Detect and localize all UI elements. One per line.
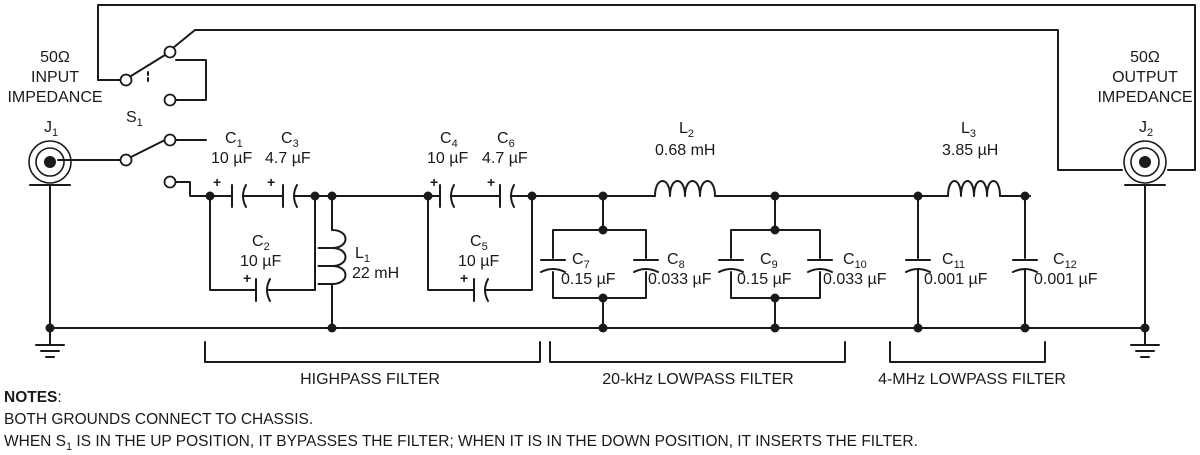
label-c5: C5 (470, 233, 488, 253)
value-l2: 0.68 mH (655, 142, 715, 159)
value-l3: 3.85 µH (942, 142, 998, 159)
label-l2: L2 (679, 120, 694, 140)
value-c4: 10 µF (427, 150, 468, 167)
notes-line-1: BOTH GROUNDS CONNECT TO CHASSIS. (4, 411, 313, 428)
polarity-marks: + + + + + + (213, 174, 495, 286)
polarity-c5: + (460, 270, 468, 286)
capacitor-c7 (540, 259, 566, 273)
value-c2: 10 µF (240, 253, 281, 270)
capacitor-c1 (231, 184, 247, 208)
value-c12: 0.001 µF (1034, 271, 1098, 288)
value-c6: 4.7 µF (482, 150, 528, 167)
value-c11: 0.001 µF (924, 271, 988, 288)
polarity-c6: + (487, 174, 495, 190)
output-label-line1: OUTPUT (1112, 69, 1178, 86)
section-label-4mhz: 4-MHz LOWPASS FILTER (878, 371, 1066, 388)
bracket-20khz (549, 341, 846, 363)
label-c2: C2 (252, 233, 270, 253)
value-c7: 0.15 µF (561, 271, 616, 288)
output-jack (1029, 140, 1167, 197)
label-l1: L1 (355, 245, 370, 265)
capacitor-c3 (282, 184, 298, 208)
input-impedance-value: 50Ω (40, 49, 70, 66)
bracket-highpass (204, 341, 541, 363)
polarity-c1: + (213, 174, 221, 190)
label-c6: C6 (497, 130, 515, 150)
value-c5: 10 µF (458, 253, 499, 270)
polarity-c4: + (430, 174, 438, 190)
capacitor-c11 (905, 195, 931, 329)
label-c3: C3 (281, 130, 299, 150)
label-c7: C7 (572, 251, 590, 271)
section-labels: HIGHPASS FILTER 20-kHz LOWPASS FILTER 4-… (300, 371, 1066, 388)
value-c10: 0.033 µF (823, 271, 887, 288)
capacitor-c5 (427, 195, 533, 302)
switch-s1 (97, 45, 213, 197)
junction-dots (45, 191, 1150, 333)
capacitor-c8 (633, 259, 659, 273)
label-c11: C11 (942, 251, 965, 271)
value-c9: 0.15 µF (737, 271, 792, 288)
label-c4: C4 (440, 130, 458, 150)
label-c10: C10 (843, 251, 867, 271)
input-jack (28, 140, 126, 329)
component-labels: C1 10 µF C3 4.7 µF C2 10 µF L1 22 mH C4 … (211, 120, 1098, 288)
output-label: 50Ω OUTPUT IMPEDANCE J2 (1097, 49, 1192, 139)
bypass-wire-outer (97, 4, 1196, 171)
inductor-l2 (654, 180, 716, 197)
bracket-4mhz (889, 341, 1046, 363)
switch-label: S1 (126, 109, 143, 129)
inductor-l3 (947, 180, 1001, 197)
input-label-line1: INPUT (31, 69, 79, 86)
label-l3: L3 (961, 120, 976, 140)
bypass-wire-inner (167, 29, 1123, 171)
capacitor-c9 (718, 259, 744, 273)
section-label-20khz: 20-kHz LOWPASS FILTER (602, 371, 793, 388)
capacitor-c2 (209, 195, 316, 302)
notes-line-2: WHEN S1 IS IN THE UP POSITION, IT BYPASS… (4, 433, 918, 453)
value-l1: 22 mH (352, 265, 399, 282)
switch-s1-label: S1 (126, 109, 143, 129)
inductor-l1 (317, 195, 347, 329)
output-label-line2: IMPEDANCE (1097, 89, 1192, 106)
output-jack-label: J2 (1139, 119, 1153, 139)
label-c8: C8 (667, 251, 685, 271)
notes-block: NOTES: BOTH GROUNDS CONNECT TO CHASSIS. … (4, 389, 918, 453)
input-label-line2: IMPEDANCE (7, 89, 102, 106)
section-label-highpass: HIGHPASS FILTER (300, 371, 440, 388)
label-c9: C9 (760, 251, 778, 271)
shunt-network-c7-c8 (552, 195, 647, 329)
value-c1: 10 µF (211, 150, 252, 167)
input-jack-label: J1 (44, 119, 58, 139)
capacitor-c10 (807, 259, 833, 273)
notes-heading: NOTES: (4, 389, 62, 406)
polarity-c2: + (243, 270, 251, 286)
ground-symbol-right (1130, 184, 1160, 358)
output-impedance-value: 50Ω (1130, 49, 1160, 66)
value-c3: 4.7 µF (265, 150, 311, 167)
label-c1: C1 (225, 130, 243, 150)
capacitor-c12 (1012, 195, 1038, 329)
capacitor-c4 (439, 184, 455, 208)
polarity-c3: + (267, 174, 275, 190)
value-c8: 0.033 µF (648, 271, 712, 288)
input-label: 50Ω INPUT IMPEDANCE J1 (7, 49, 102, 139)
label-c12: C12 (1053, 251, 1077, 271)
capacitor-c6 (499, 184, 515, 208)
